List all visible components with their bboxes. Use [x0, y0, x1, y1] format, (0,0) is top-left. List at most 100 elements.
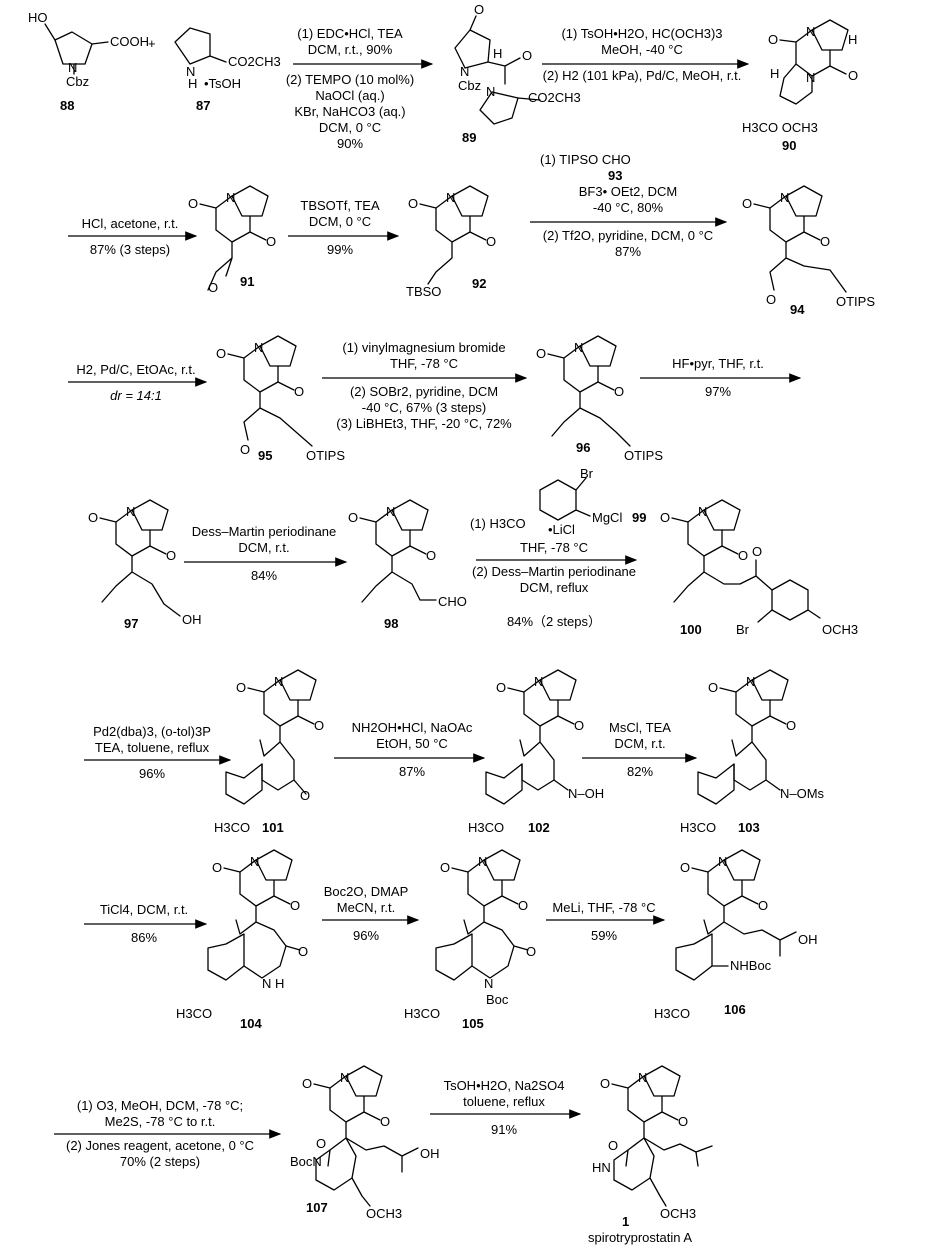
reagent-line: EtOH, 50 °C — [376, 736, 448, 751]
compound-91: N O O O 91 — [188, 185, 276, 295]
hydroxyl-label: OH — [182, 612, 202, 627]
compound-number-106: 106 — [724, 1002, 746, 1017]
reaction-step-90-to-91: HCl, acetone, r.t. 87% (3 steps) — [68, 216, 198, 257]
lactam-nh-label: N H — [262, 976, 284, 991]
hydroxyl-label: OH — [420, 1146, 440, 1161]
compound-number-97: 97 — [124, 616, 138, 631]
reagent-line: Boc2O, DMAP — [324, 884, 409, 899]
oxime-mesylate-label: N–OMs — [780, 786, 825, 801]
nitrogen-label: N — [274, 674, 283, 689]
reagent-line: HCl, acetone, r.t. — [82, 216, 179, 231]
oxygen-label: O — [742, 196, 752, 211]
yield-text: 87% — [615, 244, 641, 259]
reagent-line: (1) EDC•HCl, TEA — [297, 26, 403, 41]
oxygen-label: O — [496, 680, 506, 695]
compound-number-88: 88 — [60, 98, 74, 113]
compound-106: N O O OH NHBoc H3CO 106 — [654, 849, 818, 1021]
silyl-ether-label: OTIPS — [624, 448, 663, 463]
reagent-line: THF, -78 °C — [520, 540, 588, 555]
oxygen-label: O — [236, 680, 246, 695]
nitrogen-label: N — [250, 854, 259, 869]
compound-100: O N O O Br OCH3 100 — [660, 499, 858, 637]
yield-text: 84% — [251, 568, 277, 583]
boc-label: Boc — [486, 992, 509, 1007]
oxygen-label: O — [166, 548, 176, 563]
reagent-line: TEA, toluene, reflux — [95, 740, 210, 755]
yield-text: 87% (3 steps) — [90, 242, 170, 257]
reaction-step-104-to-105: Boc2O, DMAP MeCN, r.t. 96% — [322, 884, 420, 943]
oxygen-label: O — [786, 718, 796, 733]
reagent-line: DCM, r.t., 90% — [308, 42, 393, 57]
oxygen-label: O — [380, 1114, 390, 1129]
reaction-step-97-to-98: Dess–Martin periodinane DCM, r.t. 84% — [184, 524, 348, 583]
oxygen-label: O — [300, 788, 310, 803]
oxygen-label: O — [708, 680, 718, 695]
yield-text: 59% — [591, 928, 617, 943]
methoxy-label: OCH3 — [366, 1206, 402, 1221]
oxygen-label: O — [290, 898, 300, 913]
oxygen-label: O — [474, 2, 484, 17]
oxygen-label: O — [680, 860, 690, 875]
compound-89: O N Cbz H O N CO2CH3 89 — [454, 2, 581, 145]
reagent-line: THF, -78 °C — [390, 356, 458, 371]
hydroxy-label: HO — [28, 10, 48, 25]
yield-text: 86% — [131, 930, 157, 945]
methoxy-label: OCH3 — [822, 622, 858, 637]
reaction-step-100-to-101: Pd2(dba)3, (o-tol)3P TEA, toluene, reflu… — [84, 724, 232, 781]
compound-98: N O O CHO 98 — [348, 499, 467, 631]
reagent-line: Pd2(dba)3, (o-tol)3P — [93, 724, 211, 739]
reaction-step-106-to-107: (1) O3, MeOH, DCM, -78 °C; Me2S, -78 °C … — [54, 1098, 282, 1169]
oxygen-label: O — [302, 1076, 312, 1091]
compound-number-104: 104 — [240, 1016, 262, 1031]
compound-92: N O O TBSO 92 — [406, 185, 496, 299]
methoxy-label: H3CO — [468, 820, 504, 835]
oxygen-label: O — [752, 544, 762, 559]
yield-text: -40 °C, 67% (3 steps) — [362, 400, 486, 415]
oxygen-label: O — [518, 898, 528, 913]
reagent-line: TBSOTf, TEA — [300, 198, 380, 213]
nitrogen-label: N — [386, 504, 395, 519]
reagent-line: MeOH, -40 °C — [601, 42, 683, 57]
reagent-line: DCM, r.t. — [614, 736, 665, 751]
reaction-step-89-to-90: (1) TsOH•H2O, HC(OCH3)3 MeOH, -40 °C (2)… — [542, 26, 750, 83]
reagent-line: (1) TIPSO CHO — [540, 152, 631, 167]
cbz-label: Cbz — [66, 74, 89, 89]
compound-1-spirotryprostatin-a: N O O O HN OCH3 1 spirotryprostatin A — [588, 1065, 713, 1245]
methyl-ester-label: CO2CH3 — [228, 54, 281, 69]
oxygen-label: O — [766, 292, 776, 307]
nitrogen-label: N — [226, 190, 235, 205]
oxygen-label: O — [660, 510, 670, 525]
nhboc-label: NHBoc — [730, 958, 772, 973]
reagent-line: Me2S, -78 °C to r.t. — [105, 1114, 216, 1129]
oxime-label: N–OH — [568, 786, 604, 801]
oxygen-label: O — [848, 68, 858, 83]
oxygen-label: O — [486, 234, 496, 249]
oxygen-label: O — [820, 234, 830, 249]
compound-number-103: 103 — [738, 820, 760, 835]
nitrogen-label: N — [486, 84, 495, 99]
oxygen-label: O — [738, 548, 748, 563]
oxygen-label: O — [614, 384, 624, 399]
compound-name: spirotryprostatin A — [588, 1230, 692, 1245]
oxygen-label: O — [678, 1114, 688, 1129]
oxygen-label: O — [316, 1136, 326, 1151]
reagent-line: DCM, 0 °C — [319, 120, 381, 135]
grignard-label: MgCl — [592, 510, 622, 525]
reagent-line: TiCl4, DCM, r.t. — [100, 902, 188, 917]
nitrogen-label: N — [638, 1070, 647, 1085]
bromo-label: Br — [580, 466, 594, 481]
oxygen-label: O — [216, 346, 226, 361]
oxygen-label: O — [294, 384, 304, 399]
reaction-step-94-to-95: H2, Pd/C, EtOAc, r.t. dr = 14:1 — [68, 362, 208, 403]
methyl-ester-label: CO2CH3 — [528, 90, 581, 105]
yield-text: 70% (2 steps) — [120, 1154, 200, 1169]
bromo-label: Br — [736, 622, 750, 637]
reagent-line: MeLi, THF, -78 °C — [552, 900, 655, 915]
nitrogen-label: N — [478, 854, 487, 869]
yield-text: 97% — [705, 384, 731, 399]
compound-number-100: 100 — [680, 622, 702, 637]
carboxylic-acid-label: COOH — [110, 34, 149, 49]
compound-94: N O O O OTIPS 94 — [742, 185, 875, 317]
compound-number-87: 87 — [196, 98, 210, 113]
reagent-line: (2) Dess–Martin periodinane — [472, 564, 636, 579]
